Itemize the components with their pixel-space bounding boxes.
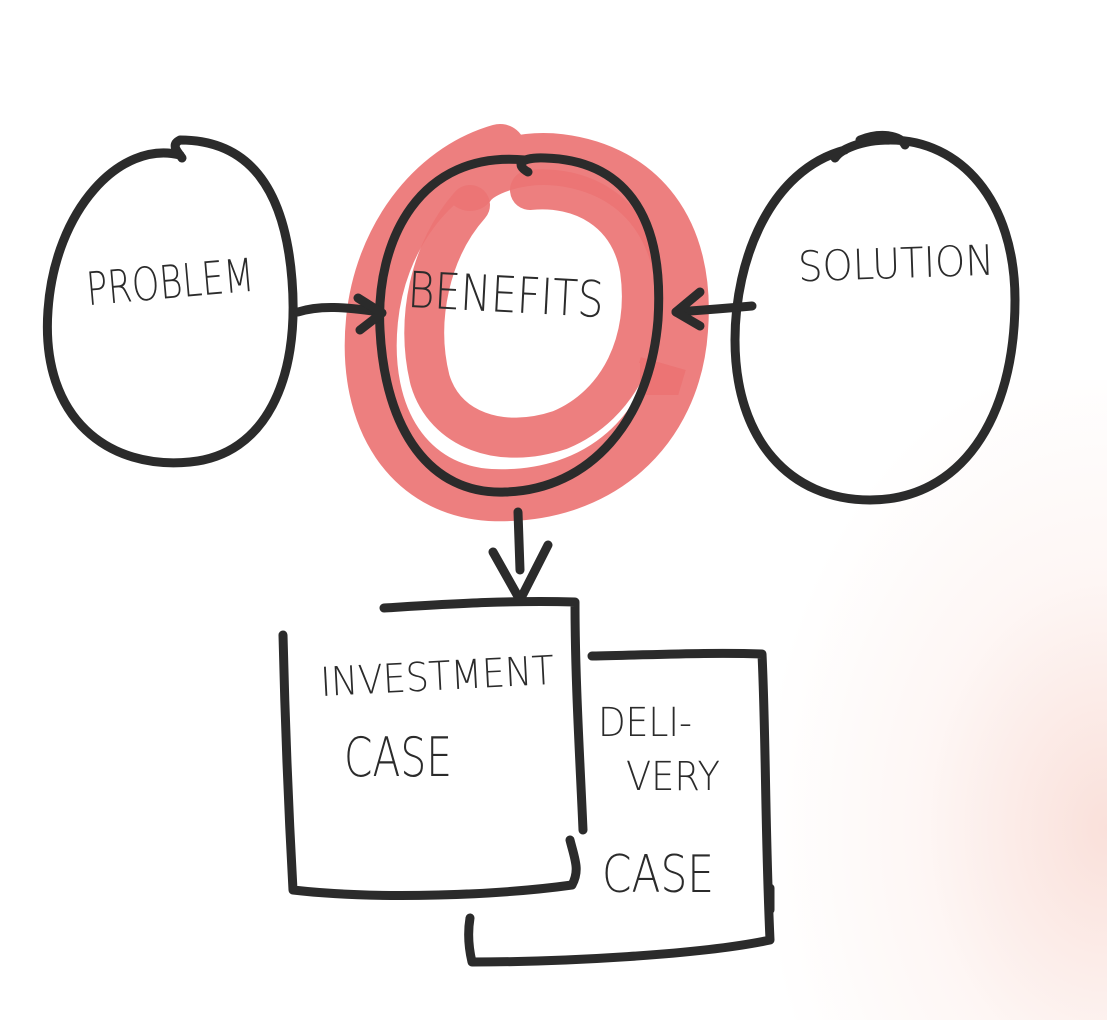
- benefits-label: BENEFITS: [406, 261, 605, 329]
- arrow-benefits-to-investment: [488, 507, 553, 605]
- benefits-circle: [375, 153, 664, 497]
- solution-circle: [730, 130, 1020, 505]
- delivery-case-document: [464, 648, 775, 967]
- solution-label: SOLUTION: [797, 236, 995, 292]
- problem-label: PROBLEM: [84, 248, 256, 316]
- problem-circle: [42, 135, 298, 468]
- delivery-case-line1: DELI-: [598, 700, 692, 746]
- delivery-case-line2: VERY: [626, 754, 720, 800]
- background-glow: [780, 380, 1107, 1020]
- arrow-solution-to-benefits: [671, 287, 757, 331]
- arrow-problem-to-benefits: [293, 293, 387, 335]
- investment-case-line2: CASE: [344, 726, 452, 789]
- investment-case-document: [278, 596, 588, 900]
- delivery-case-line3: CASE: [602, 845, 714, 905]
- investment-case-line1: INVESTMENT: [319, 648, 555, 706]
